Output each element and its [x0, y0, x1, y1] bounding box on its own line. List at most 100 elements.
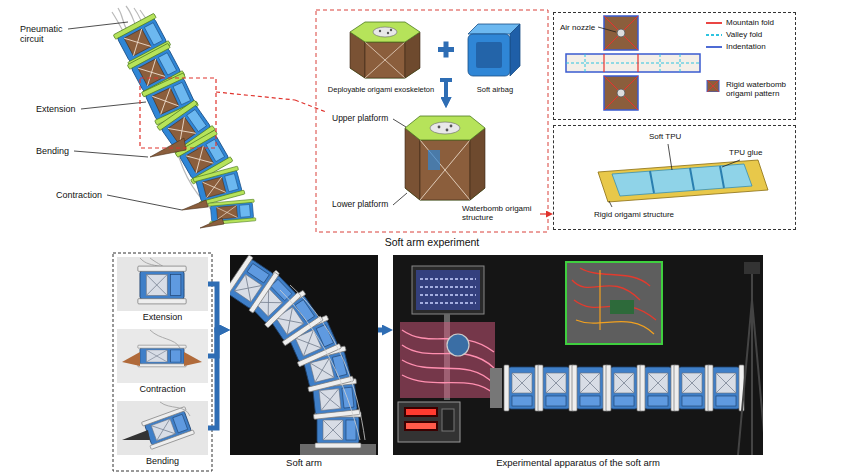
waterbomb-pattern [598, 27, 616, 32]
soft-arm-model [182, 200, 208, 210]
legend-text: Rigid waterbomb origami pattern [726, 80, 792, 98]
waterbomb-pattern [604, 54, 638, 72]
module-drawing [428, 150, 440, 170]
photo-extension [117, 257, 208, 311]
exoskeleton-drawing [390, 29, 392, 31]
legend-item: Indentation [706, 42, 796, 62]
photo-panel: Contraction [117, 329, 208, 397]
tpu-strip [609, 144, 740, 207]
waterbomb-pattern [604, 16, 638, 50]
legend-item: Rigid waterbomb origami pattern [706, 80, 796, 100]
photo-extension [117, 257, 208, 311]
photo-apparatus [402, 330, 494, 394]
photo-apparatus [606, 365, 642, 411]
zoom-callout [216, 92, 295, 100]
part-label: Rigid origami structure [594, 210, 714, 219]
tpu-strip [598, 160, 768, 202]
photo-apparatus [400, 322, 495, 398]
photo-apparatus [490, 368, 502, 408]
waterbomb-pattern [566, 54, 700, 72]
soft-arm-model [193, 166, 245, 206]
photo-apparatus [447, 334, 469, 356]
photo-apparatus [393, 255, 766, 455]
leader-line [393, 119, 406, 127]
legend-text: Indentation [726, 42, 792, 51]
legend-icon [707, 80, 719, 92]
photo-apparatus [504, 365, 540, 411]
leader-line [68, 22, 128, 29]
connector [208, 284, 219, 330]
module-drawing [405, 128, 420, 200]
photo-contraction [138, 345, 186, 367]
leader-line [74, 151, 148, 157]
photo-panel: Soft arm [230, 255, 378, 472]
photo-soft-arm [230, 255, 279, 313]
photo-soft-arm [223, 255, 378, 455]
part-label: Upper platform [332, 114, 402, 124]
photo-extension [138, 266, 186, 304]
arm-illustration: Pneumatic circuitExtensionBendingContrac… [18, 14, 295, 240]
photo-apparatus [572, 268, 656, 320]
photo-contraction [117, 329, 208, 383]
photo-apparatus [398, 262, 763, 455]
tpu-strip [650, 166, 724, 193]
leader-line [393, 119, 407, 205]
module-drawing [405, 116, 485, 200]
photo-caption: Contraction [117, 384, 208, 394]
part-label: Pneumatic circuit [20, 24, 82, 45]
connector [208, 330, 219, 428]
photo-apparatus [576, 270, 654, 334]
photo-apparatus [566, 262, 662, 344]
part-label: Bending [36, 146, 96, 156]
photo-apparatus [412, 266, 484, 314]
photo-apparatus [442, 409, 454, 431]
airbag-figure: Soft airbag [452, 18, 538, 98]
waterbomb-pattern [604, 16, 638, 50]
photo-soft-arm [280, 285, 365, 440]
legend-text: Mountain fold [726, 18, 792, 27]
module-drawing [446, 129, 449, 132]
module-drawing [438, 126, 441, 129]
soft-arm-model [200, 218, 224, 228]
photo-bending [141, 407, 194, 450]
module-drawing [450, 125, 453, 128]
waterbomb-pattern [566, 54, 700, 72]
photo-apparatus [406, 409, 436, 415]
photo-contraction [150, 330, 180, 348]
photo-apparatus [538, 365, 574, 411]
photo-apparatus [744, 262, 760, 274]
exoskeleton-drawing [373, 27, 397, 37]
photo-bending [117, 401, 208, 455]
leader-line [107, 195, 182, 210]
photo-caption: Extension [117, 312, 208, 322]
figure-caption: Deployable origami exoskeleton [322, 86, 440, 95]
exoskeleton-drawing [365, 42, 405, 78]
photo-apparatus [738, 270, 763, 455]
photo-soft-arm [230, 255, 376, 455]
airbag-drawing [468, 34, 510, 76]
plus-sign [438, 42, 454, 58]
photo-apparatus [420, 279, 476, 303]
photo-panel: Bending [117, 401, 208, 468]
photo-bending [117, 401, 208, 455]
photo-panel: Experimental apparatus of the soft arm [393, 255, 763, 472]
airbag-drawing [476, 42, 502, 68]
photo-apparatus [406, 423, 436, 429]
photo-caption: Soft arm [230, 458, 378, 469]
zoom-callout [140, 78, 216, 148]
section-caption: Soft arm experiment [332, 236, 532, 248]
exoskeleton-drawing [350, 22, 420, 42]
leader-line [81, 102, 146, 109]
module-drawing [430, 122, 460, 134]
legend-text: Valley fold [726, 30, 792, 39]
part-label: Lower platform [332, 200, 402, 210]
part-label: Extension [36, 104, 96, 114]
dashed-frame [316, 10, 548, 232]
exoskeleton-drawing [350, 22, 420, 78]
photo-apparatus [708, 365, 744, 411]
airbag-drawing [510, 24, 520, 76]
tpu-strip [612, 164, 752, 196]
module-drawing [420, 140, 470, 200]
photo-apparatus [404, 421, 438, 431]
